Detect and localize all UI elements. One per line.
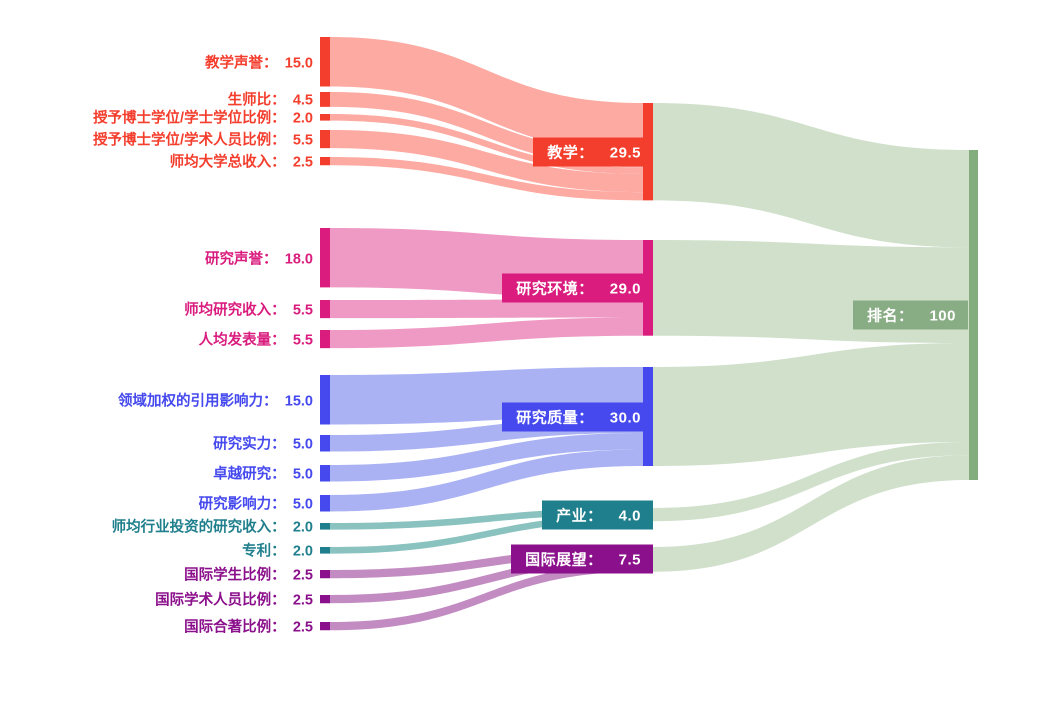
metric-label: 领域加权的引用影响力： 15.0	[118, 393, 313, 410]
metric-label: 国际合著比例： 2.5	[184, 619, 313, 636]
metric-label: 授予博士学位/学士学位比例： 2.0	[93, 110, 313, 127]
metric-label: 卓越研究： 5.0	[213, 466, 313, 483]
metric-label: 研究声誉： 18.0	[205, 251, 313, 268]
metric-label: 专利： 2.0	[242, 543, 313, 560]
node-label: 排名： 100	[852, 300, 968, 330]
node-label: 研究环境： 29.0	[502, 273, 653, 303]
metric-label: 生师比： 4.5	[227, 92, 313, 109]
metric-label: 师均研究收入： 5.5	[184, 302, 313, 319]
metric-label: 授予博士学位/学术人员比例： 5.5	[93, 132, 313, 149]
metric-label: 教学声誉： 15.0	[205, 55, 313, 72]
node-label: 国际展望： 7.5	[511, 544, 653, 574]
node-label: 教学： 29.5	[533, 137, 653, 167]
node-label: 研究质量： 30.0	[502, 402, 653, 431]
metric-label: 研究影响力： 5.0	[198, 496, 313, 513]
metric-label: 国际学术人员比例： 2.5	[155, 592, 313, 609]
metric-label: 国际学生比例： 2.5	[184, 567, 313, 584]
metric-label: 人均发表量： 5.5	[198, 332, 313, 349]
node-label: 产业： 4.0	[542, 500, 653, 530]
metric-label: 研究实力： 5.0	[213, 436, 313, 453]
metric-label: 师均大学总收入： 2.5	[169, 154, 313, 171]
metric-label: 师均行业投资的研究收入： 2.0	[111, 519, 313, 536]
